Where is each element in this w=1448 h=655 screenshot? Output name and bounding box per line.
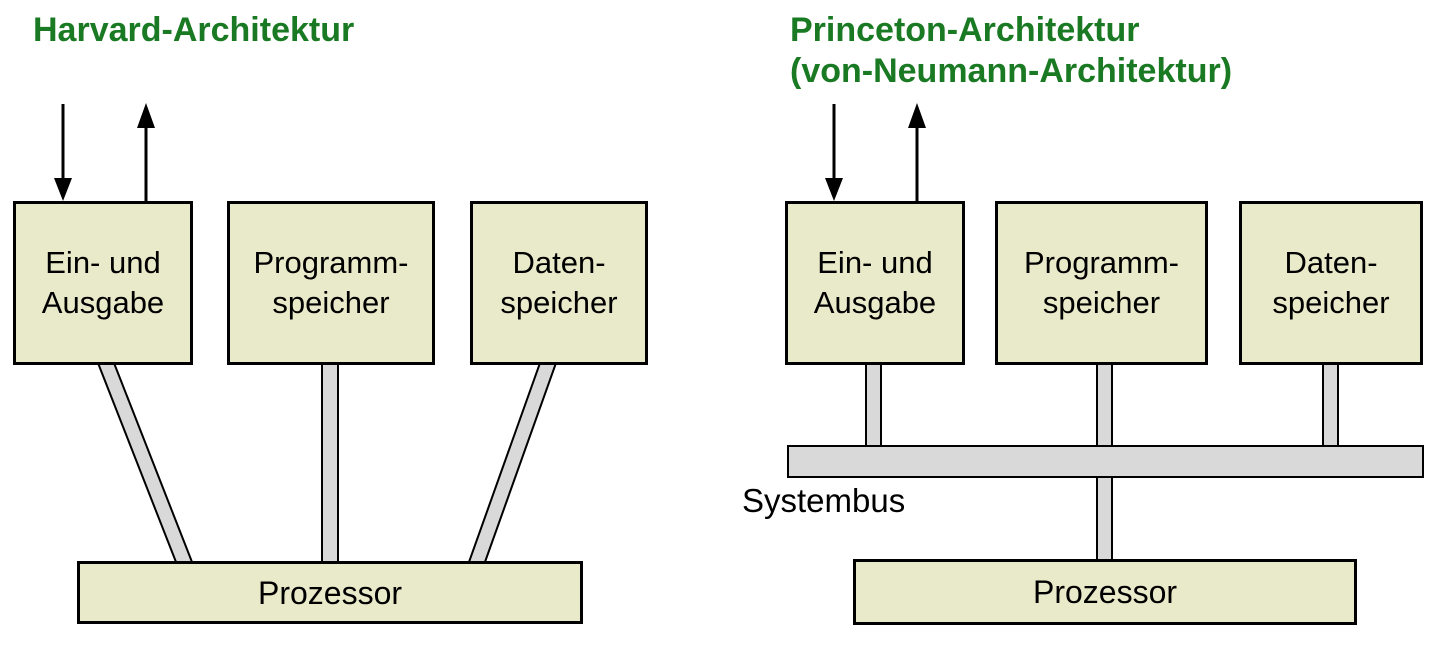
princeton-title: Princeton-Architektur (von-Neumann-Archi… <box>790 10 1232 92</box>
harvard-data-bus <box>467 362 558 563</box>
harvard-processor-box: Prozessor <box>77 561 583 624</box>
princeton-io-bus <box>865 362 882 449</box>
harvard-data-memory-box: Daten- speicher <box>470 201 648 365</box>
harvard-program-bus <box>321 362 339 563</box>
input-arrow-icon <box>54 104 72 201</box>
princeton-title-line2: (von-Neumann-Architektur) <box>790 52 1233 90</box>
princeton-processor-bus <box>1096 475 1113 562</box>
input-arrow-icon <box>825 104 843 201</box>
harvard-program-memory-box: Programm- speicher <box>227 201 435 365</box>
output-arrow-icon <box>908 103 926 201</box>
princeton-program-memory-box: Programm- speicher <box>995 201 1208 365</box>
harvard-io-box: Ein- und Ausgabe <box>13 201 193 365</box>
princeton-data-memory-box: Daten- speicher <box>1239 201 1423 365</box>
output-arrow-icon <box>137 103 155 201</box>
harvard-io-bus <box>96 362 194 563</box>
princeton-program-bus <box>1096 362 1113 449</box>
princeton-processor-box: Prozessor <box>853 559 1357 625</box>
harvard-title: Harvard-Architektur <box>33 11 355 49</box>
princeton-title-line1: Princeton-Architektur <box>790 11 1140 49</box>
princeton-data-bus <box>1322 362 1339 449</box>
princeton-io-box: Ein- und Ausgabe <box>785 201 965 365</box>
systembus-bar <box>787 445 1424 478</box>
systembus-label: Systembus <box>742 482 906 519</box>
